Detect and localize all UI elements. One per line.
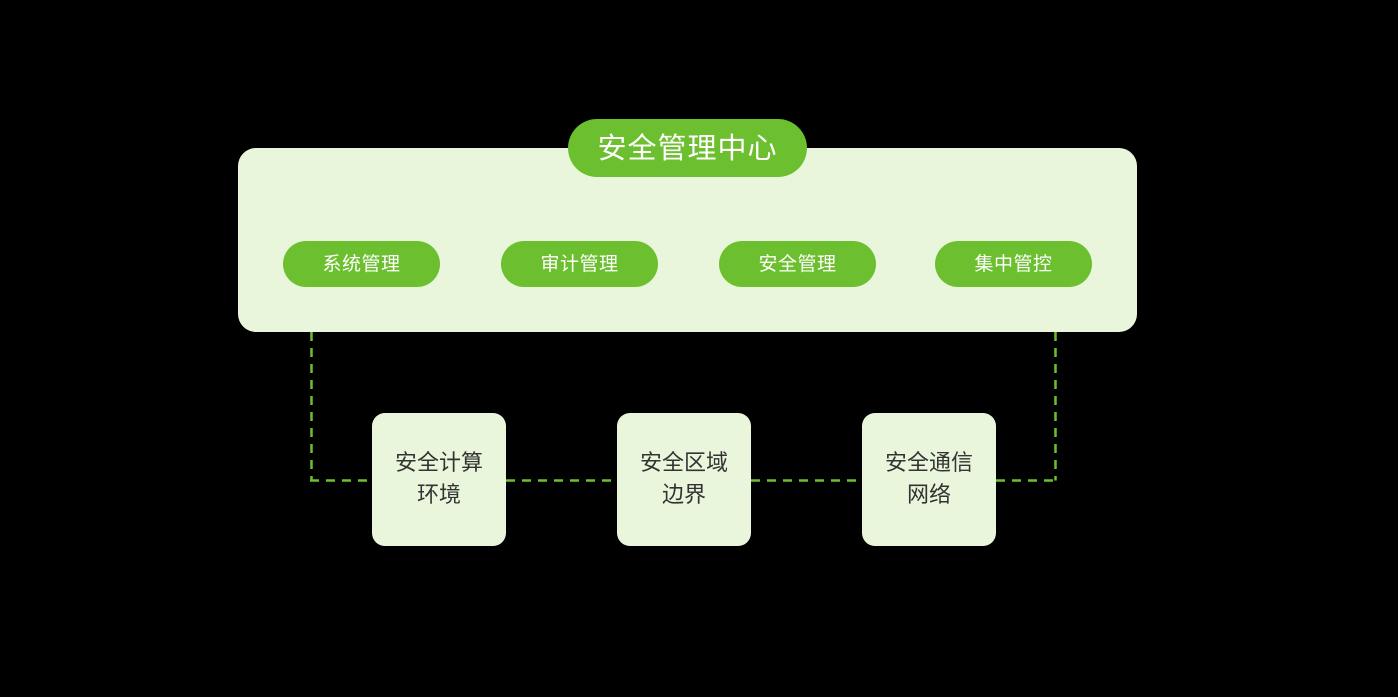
capability-pill-label: 安全管理 — [758, 252, 837, 275]
management-capability-row: 系统管理 审计管理 安全管理 集中管控 — [283, 241, 1092, 287]
layer-box-secure-communication-network[interactable]: 安全通信网络 — [862, 413, 996, 546]
capability-pill-centralized-control[interactable]: 集中管控 — [935, 241, 1092, 287]
layer-box-label: 安全区域边界 — [639, 450, 728, 508]
capability-pill-label: 系统管理 — [322, 252, 401, 275]
security-management-center-badge[interactable]: 安全管理中心 — [568, 119, 807, 177]
layer-box-secure-computing-environment[interactable]: 安全计算环境 — [372, 413, 506, 546]
capability-pill-label: 审计管理 — [540, 252, 619, 275]
layer-box-label: 安全通信网络 — [884, 450, 973, 508]
capability-pill-label: 集中管控 — [974, 252, 1053, 275]
capability-pill-system-management[interactable]: 系统管理 — [283, 241, 440, 287]
layer-box-secure-area-boundary[interactable]: 安全区域边界 — [617, 413, 751, 546]
capability-pill-audit-management[interactable]: 审计管理 — [501, 241, 658, 287]
security-management-center-badge-label: 安全管理中心 — [597, 130, 778, 165]
layer-box-label: 安全计算环境 — [394, 450, 483, 508]
security-management-center-panel — [238, 148, 1137, 332]
capability-pill-security-management[interactable]: 安全管理 — [719, 241, 876, 287]
